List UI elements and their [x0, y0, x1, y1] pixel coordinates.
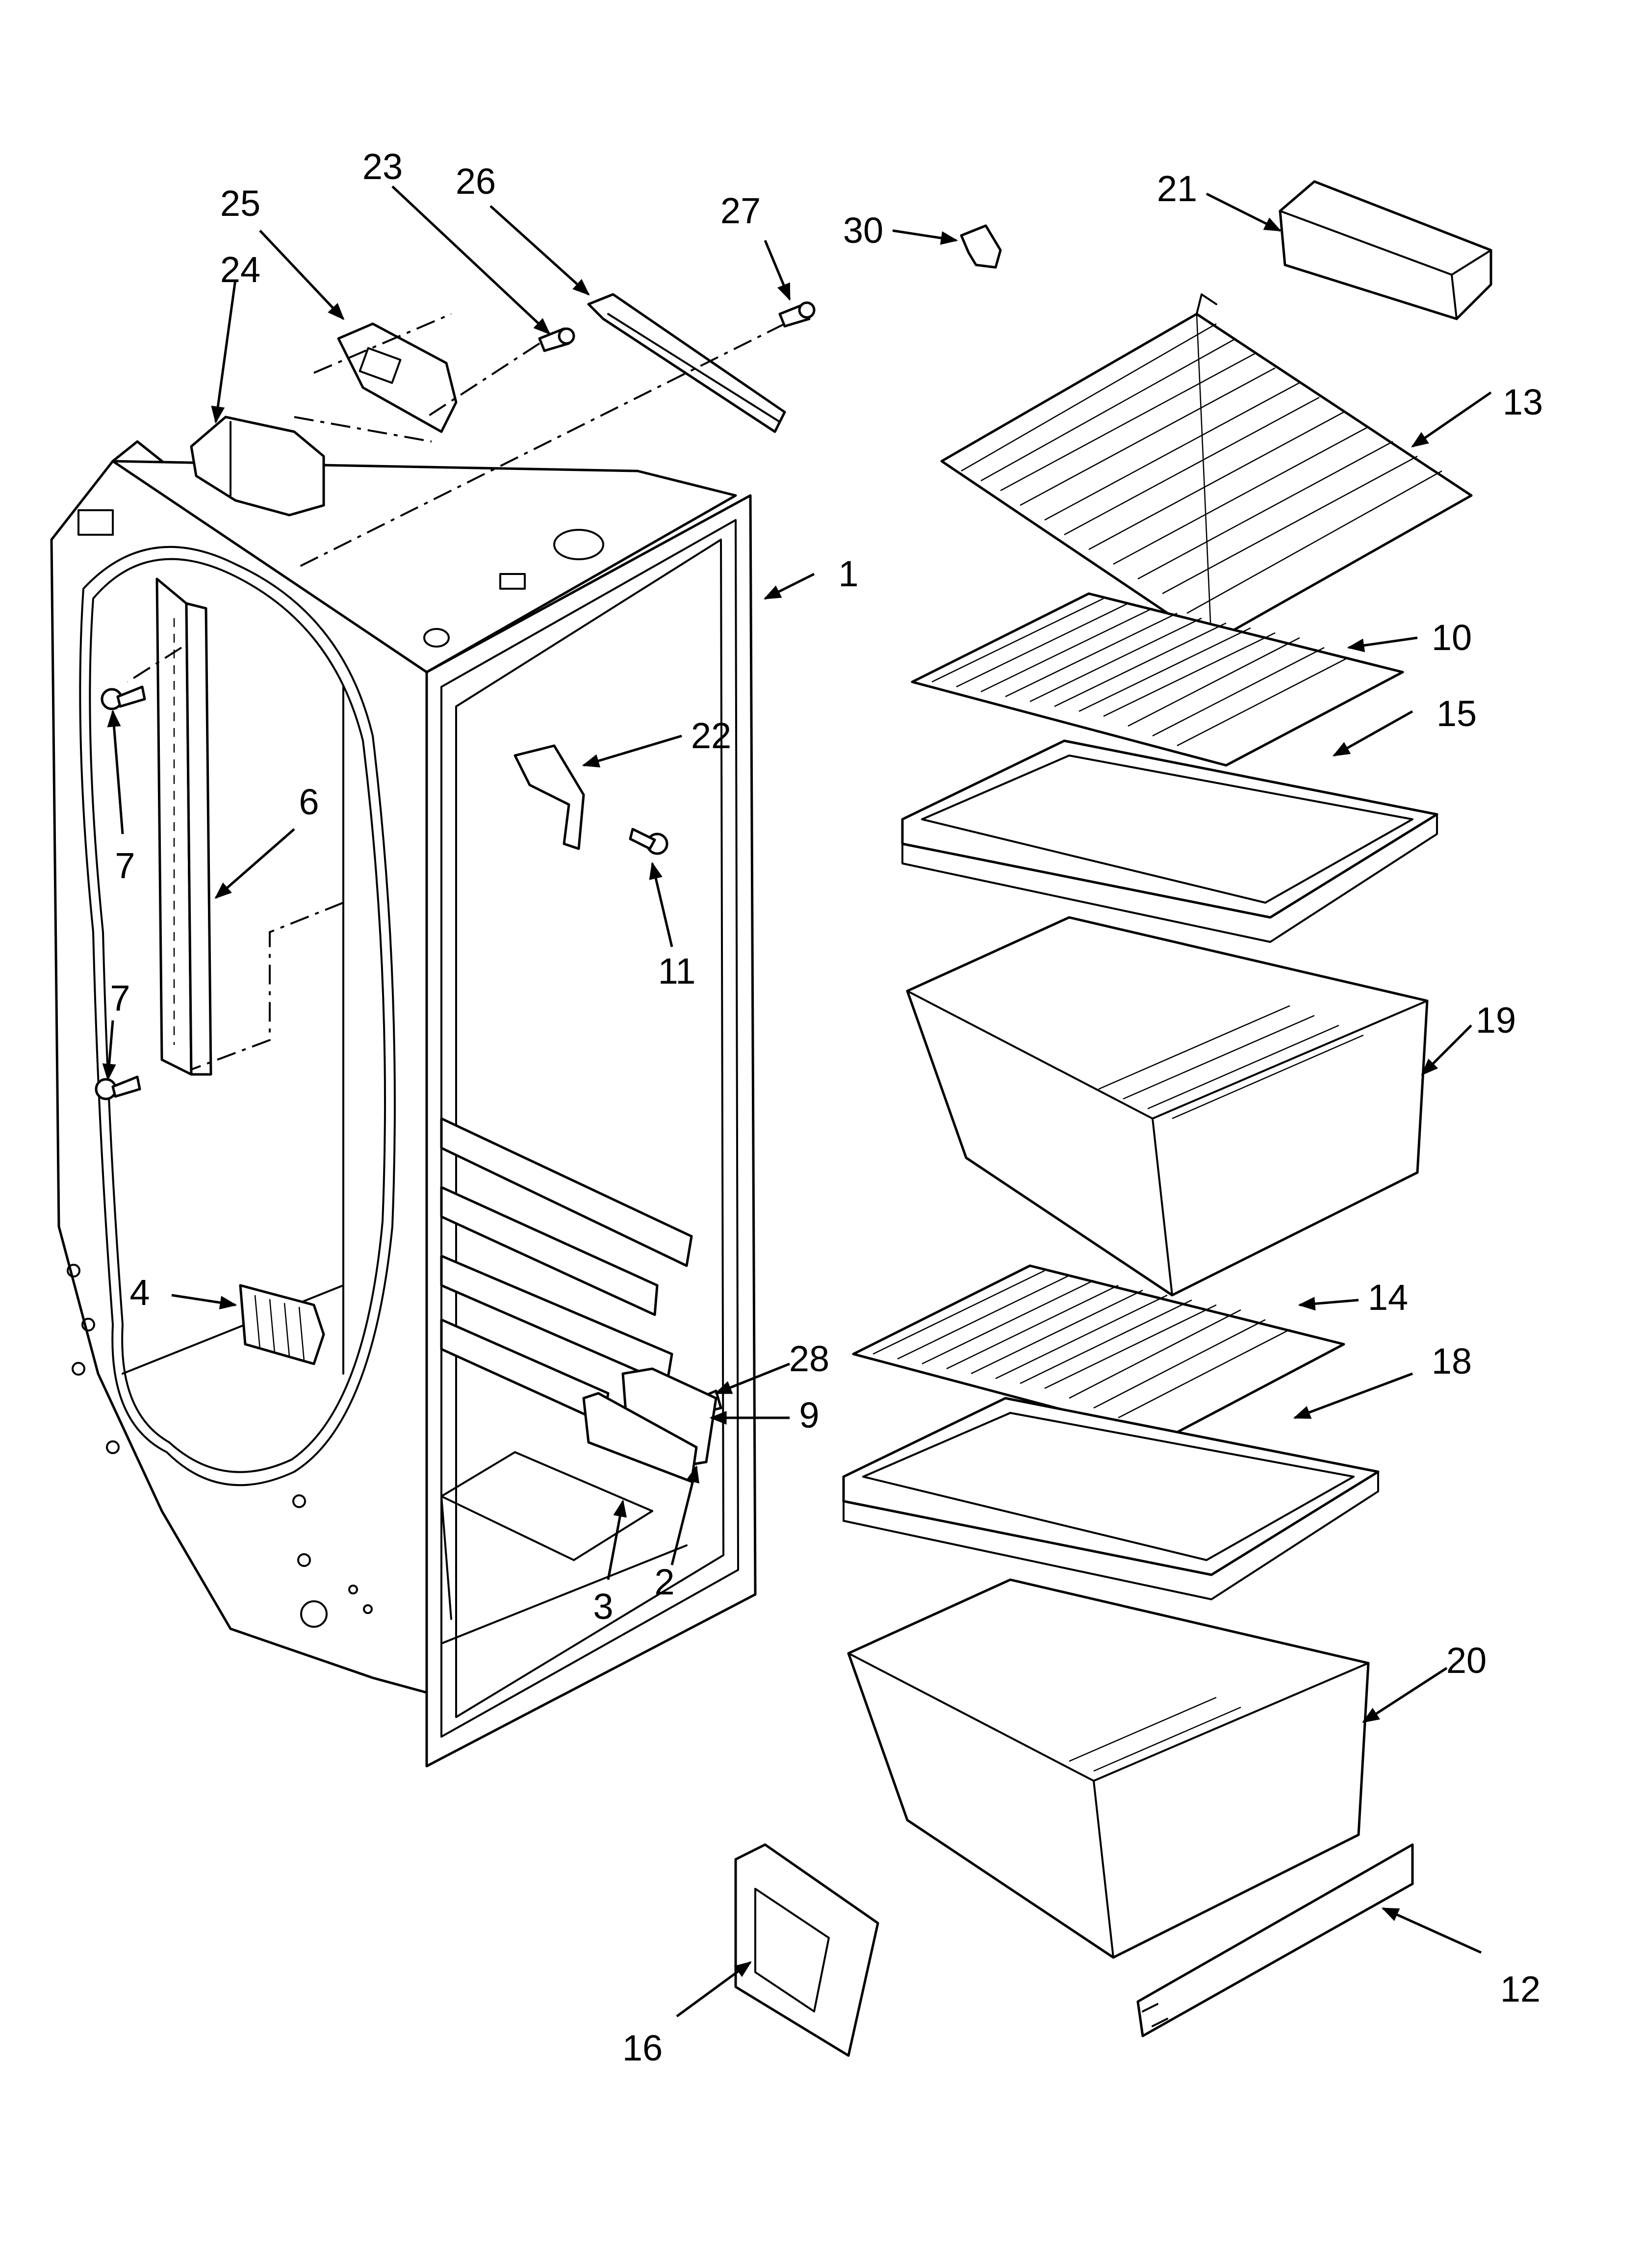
- callout-26: 26: [456, 161, 496, 202]
- callout-11: 11: [658, 951, 696, 991]
- shelf-ladder-part: [127, 577, 344, 1076]
- callout-22: 22: [691, 715, 731, 756]
- door-bin-part-21: [1279, 180, 1492, 320]
- bracket-part-22: [513, 744, 585, 850]
- callout-21: 21: [1157, 168, 1197, 209]
- callout-labels: 1 2 3 4 6 7 7 9 10 11 12 13 14 15 16 18 …: [110, 146, 1543, 2068]
- dash-line-top: [294, 323, 785, 570]
- clip-part-30: [960, 224, 1002, 269]
- callout-3: 3: [593, 1586, 613, 1627]
- crisper-drawer-part-19: [906, 916, 1429, 1297]
- callout-23: 23: [362, 146, 403, 187]
- callout-1: 1: [838, 553, 858, 594]
- callout-27: 27: [720, 190, 761, 231]
- dash-line-screw: [426, 342, 540, 418]
- callout-15: 15: [1437, 693, 1477, 734]
- callout-16: 16: [622, 2028, 663, 2068]
- callout-25: 25: [220, 183, 260, 224]
- callout-28: 28: [789, 1338, 829, 1379]
- rail-part-26: [587, 293, 786, 433]
- crisper-frame-part-15: [901, 739, 1438, 943]
- callout-24: 24: [220, 249, 260, 290]
- callout-6: 6: [299, 782, 319, 822]
- crisper-drawer-part-20: [847, 1578, 1370, 1959]
- callout-7b: 7: [110, 978, 130, 1018]
- cover-part-3: [582, 1392, 698, 1483]
- callout-18: 18: [1432, 1341, 1472, 1382]
- glass-shelf-part-10: [911, 592, 1404, 767]
- cover-part-16: [734, 1843, 879, 2057]
- vent-part-4: [239, 1284, 325, 1365]
- cover-part-25: [294, 313, 458, 443]
- callout-20: 20: [1446, 1640, 1487, 1681]
- callout-14: 14: [1368, 1277, 1408, 1318]
- callout-30: 30: [843, 210, 883, 251]
- callout-7a: 7: [115, 845, 135, 886]
- callout-4: 4: [129, 1272, 150, 1313]
- callout-2: 2: [654, 1562, 674, 1602]
- trim-part-12: [1136, 1843, 1414, 2037]
- callout-10: 10: [1432, 617, 1472, 658]
- callout-leaders: [102, 185, 1492, 2018]
- glass-shelf-part-14: [852, 1264, 1345, 1439]
- wire-shelf-part-13: [940, 293, 1473, 644]
- callout-19: 19: [1476, 1000, 1516, 1041]
- callout-13: 13: [1503, 382, 1543, 422]
- callout-12: 12: [1500, 1969, 1540, 2009]
- callout-9: 9: [799, 1395, 819, 1435]
- control-housing-part-24: [190, 416, 325, 517]
- crisper-frame-part-18: [842, 1397, 1380, 1600]
